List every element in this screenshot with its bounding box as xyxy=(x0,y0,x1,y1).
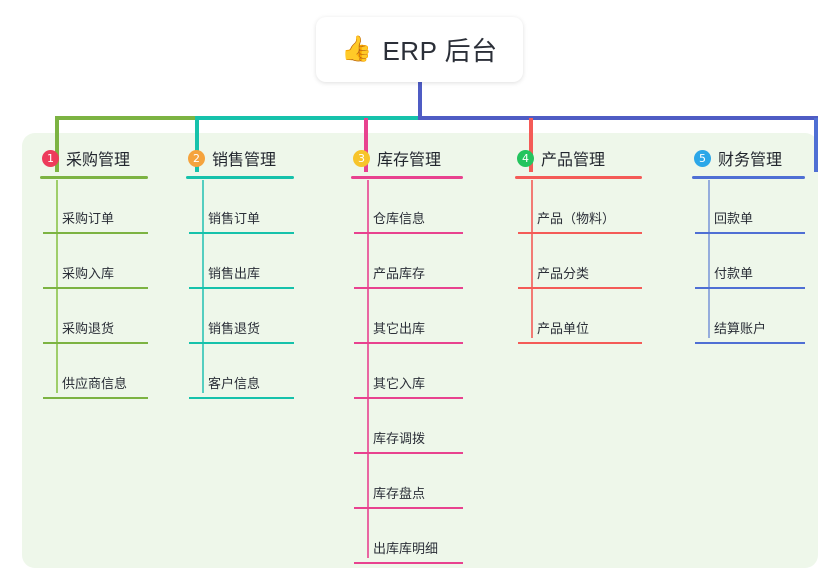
branch-title-4: 产品管理 xyxy=(541,152,606,169)
branch-items-5: 回款单付款单结算账户 xyxy=(692,179,805,344)
branch-header-2[interactable]: 2 销售管理 xyxy=(186,146,294,170)
leaf-item-rule xyxy=(354,397,463,399)
leaf-item-label: 产品库存 xyxy=(373,266,426,282)
root-node[interactable]: 👍 ERP 后台 xyxy=(316,17,523,82)
leaf-item[interactable]: 销售出库 xyxy=(186,234,294,289)
leaf-item-rule xyxy=(695,342,805,344)
leaf-item-label: 客户信息 xyxy=(208,376,261,392)
leaf-item-rule xyxy=(695,232,805,234)
leaf-item-label: 产品分类 xyxy=(537,266,590,282)
leaf-item-label: 库存盘点 xyxy=(373,486,426,502)
leaf-item-rule xyxy=(43,232,148,234)
branch-items-1: 采购订单采购入库采购退货供应商信息 xyxy=(40,179,148,399)
branch-rule-1 xyxy=(40,176,148,179)
leaf-item-rule xyxy=(43,397,148,399)
leaf-item[interactable]: 产品（物料） xyxy=(515,179,642,234)
leaf-item[interactable]: 产品单位 xyxy=(515,289,642,344)
branch-header-1[interactable]: 1 采购管理 xyxy=(40,146,148,170)
leaf-item-label: 采购入库 xyxy=(62,266,115,282)
leaf-item-rule xyxy=(695,287,805,289)
branch-rule-2 xyxy=(186,176,294,179)
leaf-item[interactable]: 付款单 xyxy=(692,234,805,289)
leaf-item-label: 销售退货 xyxy=(208,321,261,337)
leaf-item-rule xyxy=(518,232,642,234)
branch-rule-5 xyxy=(692,176,805,179)
leaf-item[interactable]: 采购订单 xyxy=(40,179,148,234)
leaf-item-label: 其它出库 xyxy=(373,321,426,337)
leaf-item[interactable]: 仓库信息 xyxy=(351,179,463,234)
branch-column-3: 3 库存管理 仓库信息产品库存其它出库其它入库库存调拨库存盘点出库库明细 xyxy=(351,146,463,564)
branch-header-3[interactable]: 3 库存管理 xyxy=(351,146,463,170)
branch-column-5: 5 财务管理 回款单付款单结算账户 xyxy=(692,146,805,344)
branches-panel xyxy=(22,133,818,568)
branch-badge-5: 5 xyxy=(694,149,711,167)
leaf-item-rule xyxy=(189,232,294,234)
leaf-item-label: 供应商信息 xyxy=(62,376,128,392)
leaf-item-rule xyxy=(43,287,148,289)
leaf-item[interactable]: 库存盘点 xyxy=(351,454,463,509)
leaf-item[interactable]: 库存调拨 xyxy=(351,399,463,454)
root-title: ERP 后台 xyxy=(382,36,498,66)
leaf-item-label: 付款单 xyxy=(714,266,754,282)
branch-header-5[interactable]: 5 财务管理 xyxy=(692,146,805,170)
leaf-item-rule xyxy=(189,287,294,289)
leaf-item[interactable]: 客户信息 xyxy=(186,344,294,399)
leaf-item-label: 销售出库 xyxy=(208,266,261,282)
thumbs-up-icon: 👍 xyxy=(341,35,373,63)
leaf-item-rule xyxy=(518,287,642,289)
branch-badge-4: 4 xyxy=(517,149,534,167)
leaf-item-label: 销售订单 xyxy=(208,211,261,227)
leaf-item-rule xyxy=(354,562,463,564)
branch-rule-3 xyxy=(351,176,463,179)
leaf-item-label: 出库库明细 xyxy=(373,541,439,557)
leaf-item-label: 库存调拨 xyxy=(373,431,426,447)
leaf-item-label: 采购退货 xyxy=(62,321,115,337)
leaf-item[interactable]: 销售订单 xyxy=(186,179,294,234)
branch-items-3: 仓库信息产品库存其它出库其它入库库存调拨库存盘点出库库明细 xyxy=(351,179,463,564)
branch-title-5: 财务管理 xyxy=(718,152,783,169)
leaf-item[interactable]: 产品分类 xyxy=(515,234,642,289)
leaf-item-label: 结算账户 xyxy=(714,321,767,337)
branch-rule-4 xyxy=(515,176,642,179)
branch-column-4: 4 产品管理 产品（物料） 产品分类产品单位 xyxy=(515,146,642,344)
leaf-item-rule xyxy=(518,342,642,344)
leaf-item[interactable]: 结算账户 xyxy=(692,289,805,344)
branch-title-2: 销售管理 xyxy=(212,152,277,169)
leaf-item-rule xyxy=(43,342,148,344)
leaf-item[interactable]: 其它入库 xyxy=(351,344,463,399)
leaf-item-label: 其它入库 xyxy=(373,376,426,392)
leaf-item[interactable]: 出库库明细 xyxy=(351,509,463,564)
leaf-item-rule xyxy=(354,287,463,289)
branch-column-1: 1 采购管理 采购订单采购入库采购退货供应商信息 xyxy=(40,146,148,399)
branch-items-2: 销售订单销售出库销售退货客户信息 xyxy=(186,179,294,399)
leaf-item-rule xyxy=(189,342,294,344)
leaf-item-rule xyxy=(354,507,463,509)
leaf-item-label: 采购订单 xyxy=(62,211,115,227)
branch-badge-2: 2 xyxy=(188,149,205,167)
leaf-item-label: 回款单 xyxy=(714,211,754,227)
leaf-item[interactable]: 供应商信息 xyxy=(40,344,148,399)
leaf-item[interactable]: 采购退货 xyxy=(40,289,148,344)
leaf-item[interactable]: 回款单 xyxy=(692,179,805,234)
branch-column-2: 2 销售管理 销售订单销售出库销售退货客户信息 xyxy=(186,146,294,399)
leaf-item-label: 产品单位 xyxy=(537,321,590,337)
leaf-item[interactable]: 其它出库 xyxy=(351,289,463,344)
branch-header-4[interactable]: 4 产品管理 xyxy=(515,146,642,170)
leaf-item-label: 产品（物料） xyxy=(537,211,616,227)
leaf-item[interactable]: 销售退货 xyxy=(186,289,294,344)
leaf-item-rule xyxy=(189,397,294,399)
leaf-item[interactable]: 产品库存 xyxy=(351,234,463,289)
branch-badge-1: 1 xyxy=(42,149,59,167)
leaf-item-rule xyxy=(354,342,463,344)
leaf-item-label: 仓库信息 xyxy=(373,211,426,227)
branch-title-3: 库存管理 xyxy=(377,152,442,169)
branch-badge-3: 3 xyxy=(353,149,370,167)
branch-title-1: 采购管理 xyxy=(66,152,131,169)
leaf-item-rule xyxy=(354,232,463,234)
branch-items-4: 产品（物料） 产品分类产品单位 xyxy=(515,179,642,344)
leaf-item[interactable]: 采购入库 xyxy=(40,234,148,289)
leaf-item-rule xyxy=(354,452,463,454)
